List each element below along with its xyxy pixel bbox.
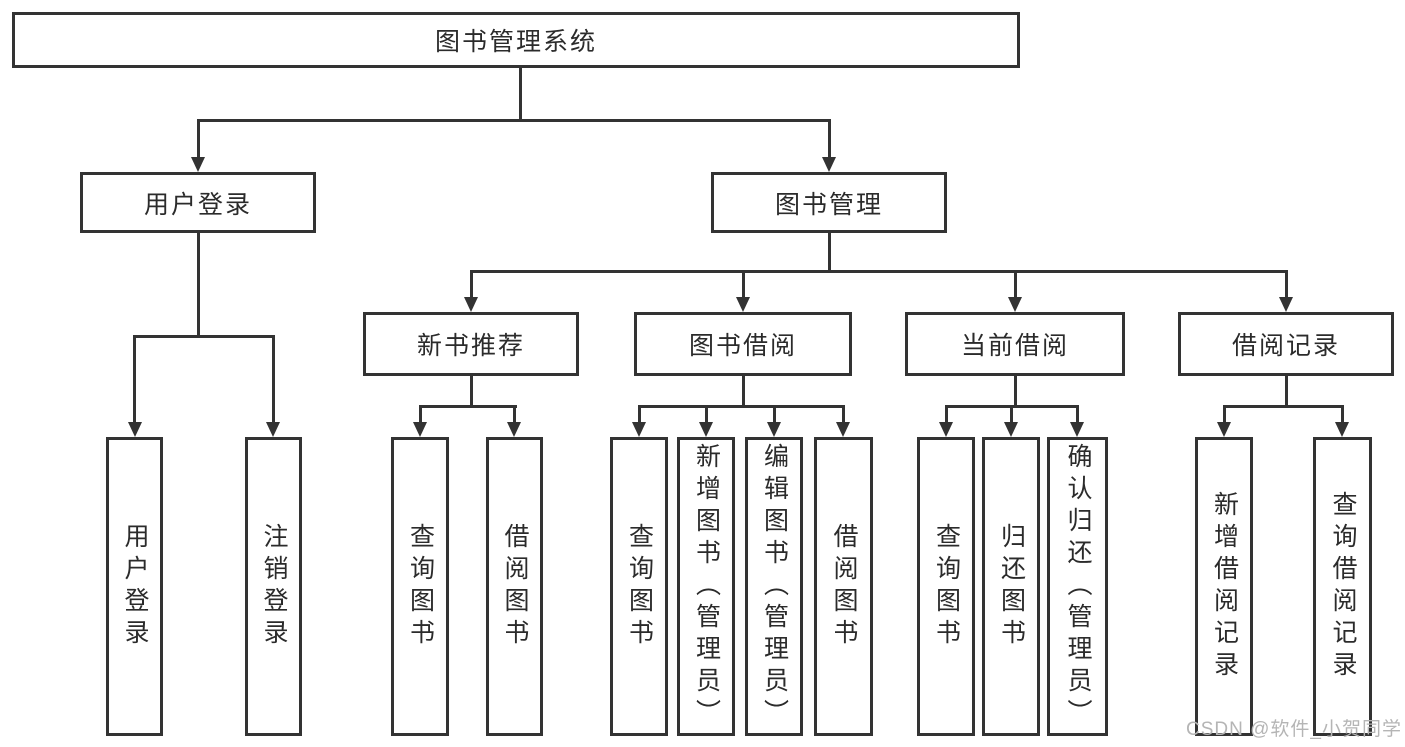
- node-root: 图书管理系统: [12, 12, 1020, 68]
- watermark: CSDN @软件_小贺同学: [1186, 719, 1402, 740]
- connector-line: [638, 405, 845, 408]
- connector-line: [705, 405, 708, 423]
- connector-line: [1285, 270, 1288, 300]
- node-borrow-record: 借阅记录: [1178, 312, 1394, 376]
- connector-line: [638, 405, 641, 423]
- arrowhead: [464, 297, 478, 312]
- connector-line: [133, 335, 275, 338]
- connector-line: [470, 270, 473, 300]
- arrowhead: [1004, 422, 1018, 437]
- arrowhead: [699, 422, 713, 437]
- leaf-borrow-add-admin: 新增图书（管理员）: [677, 437, 735, 736]
- connector-line: [1223, 405, 1344, 408]
- arrowhead: [632, 422, 646, 437]
- arrowhead: [822, 157, 836, 172]
- connector-line: [470, 376, 473, 407]
- connector-line: [1285, 376, 1288, 407]
- leaf-current-query: 查询图书: [917, 437, 975, 736]
- arrowhead: [1335, 422, 1349, 437]
- connector-line: [197, 119, 200, 159]
- arrowhead: [1008, 297, 1022, 312]
- node-new-book-recommend: 新书推荐: [363, 312, 579, 376]
- leaf-newbook-query: 查询图书: [391, 437, 449, 736]
- connector-line: [828, 233, 831, 273]
- connector-line: [1076, 405, 1079, 423]
- leaf-logout: 注销登录: [245, 437, 302, 736]
- connector-line: [945, 405, 948, 423]
- arrowhead: [1279, 297, 1293, 312]
- connector-line: [197, 119, 831, 122]
- arrowhead: [413, 422, 427, 437]
- connector-line: [742, 376, 745, 407]
- leaf-borrow-edit-admin: 编辑图书（管理员）: [745, 437, 803, 736]
- connector-line: [1223, 405, 1226, 423]
- leaf-record-query: 查询借阅记录: [1313, 437, 1372, 736]
- connector-line: [272, 335, 275, 423]
- arrowhead: [507, 422, 521, 437]
- connector-line: [1010, 405, 1013, 423]
- leaf-borrow-borrow: 借阅图书: [814, 437, 873, 736]
- connector-line: [470, 270, 1287, 273]
- connector-line: [842, 405, 845, 423]
- connector-line: [742, 270, 745, 300]
- connector-line: [133, 335, 136, 423]
- connector-line: [828, 119, 831, 159]
- arrowhead: [191, 157, 205, 172]
- arrowhead: [1070, 422, 1084, 437]
- connector-line: [419, 405, 422, 423]
- node-book-management: 图书管理: [711, 172, 947, 233]
- leaf-user-login: 用户登录: [106, 437, 163, 736]
- connector-line: [197, 233, 200, 337]
- node-current-borrow: 当前借阅: [905, 312, 1125, 376]
- connector-line: [513, 405, 516, 423]
- connector-line: [773, 405, 776, 423]
- arrowhead: [939, 422, 953, 437]
- node-user-login: 用户登录: [80, 172, 316, 233]
- connector-line: [419, 405, 517, 408]
- arrowhead: [128, 422, 142, 437]
- arrowhead: [1217, 422, 1231, 437]
- arrowhead: [266, 422, 280, 437]
- leaf-newbook-borrow: 借阅图书: [486, 437, 543, 736]
- arrowhead: [836, 422, 850, 437]
- leaf-current-confirm-admin: 确认归还（管理员）: [1047, 437, 1108, 736]
- arrowhead: [767, 422, 781, 437]
- connector-line: [1341, 405, 1344, 423]
- arrowhead: [736, 297, 750, 312]
- leaf-borrow-query: 查询图书: [610, 437, 668, 736]
- connector-line: [1014, 270, 1017, 300]
- node-book-borrow: 图书借阅: [634, 312, 852, 376]
- leaf-record-add: 新增借阅记录: [1195, 437, 1253, 736]
- connector-line: [519, 68, 522, 120]
- connector-line: [1014, 376, 1017, 407]
- leaf-current-return: 归还图书: [982, 437, 1040, 736]
